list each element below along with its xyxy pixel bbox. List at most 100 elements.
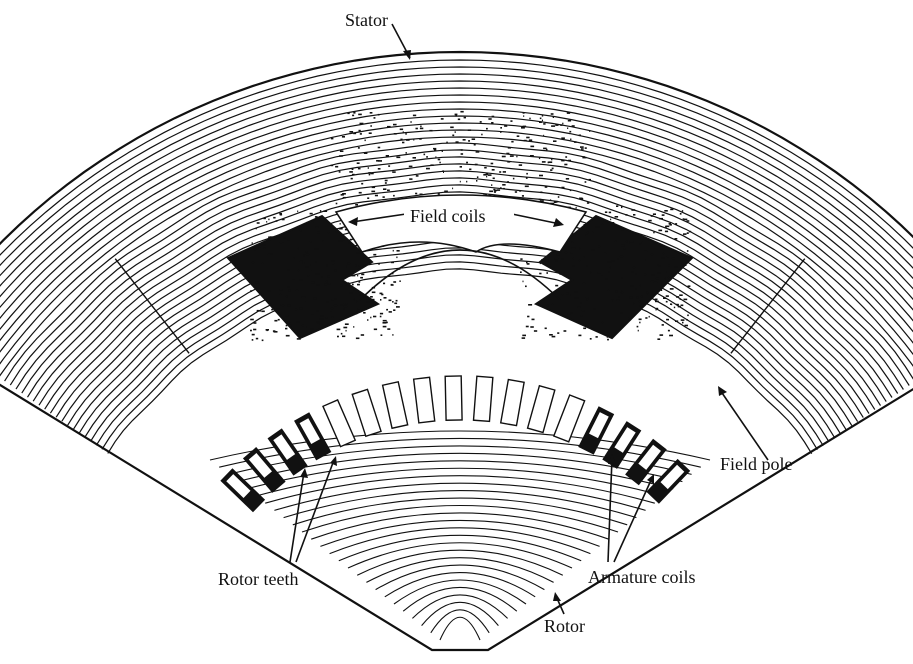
speckle-mark: [371, 298, 375, 301]
armature-coils-leader-2: [613, 477, 653, 563]
speckle-mark: [279, 289, 283, 291]
speckle-mark: [571, 125, 575, 127]
speckle-mark: [328, 283, 331, 285]
speckle-mark: [457, 118, 461, 121]
speckle-mark: [526, 263, 530, 265]
speckle-mark: [393, 133, 397, 135]
speckle-mark: [682, 218, 685, 220]
speckle-mark: [635, 273, 638, 275]
speckle-mark: [574, 141, 577, 143]
speckle-mark: [683, 218, 688, 221]
rotor-contour-line: [338, 534, 582, 562]
speckle-mark: [358, 113, 362, 116]
speckle-mark: [342, 303, 345, 306]
field-coils-label-bg: [404, 203, 514, 227]
speckle-mark: [510, 120, 513, 122]
speckle-mark: [557, 196, 560, 198]
speckle-mark: [419, 127, 424, 130]
speckle-mark: [332, 262, 335, 265]
speckle-mark: [440, 118, 444, 120]
speckle-mark: [372, 270, 376, 273]
speckle-mark: [353, 326, 355, 328]
speckle-mark: [281, 241, 285, 243]
speckle-mark: [342, 239, 345, 241]
speckle-mark: [360, 276, 363, 279]
speckle-mark: [579, 247, 581, 250]
speckle-mark: [493, 191, 496, 193]
speckle-mark: [563, 287, 566, 290]
speckle-mark: [514, 191, 518, 193]
pole-boundary-line: [114, 258, 190, 354]
speckle-mark: [664, 230, 669, 233]
speckle-mark: [378, 160, 382, 162]
speckle-mark: [352, 283, 354, 286]
speckle-mark: [523, 139, 527, 142]
speckle-mark: [687, 285, 691, 287]
speckle-mark: [353, 132, 357, 135]
speckle-mark: [340, 304, 344, 306]
speckle-mark: [330, 310, 332, 313]
speckle-mark: [655, 277, 660, 280]
speckle-mark: [648, 315, 650, 318]
speckle-mark: [566, 112, 571, 114]
speckle-mark: [553, 140, 557, 142]
speckle-mark: [307, 275, 310, 277]
rotor-flux-contours: [209, 430, 711, 641]
speckle-mark: [583, 327, 587, 330]
speckle-mark: [525, 325, 529, 328]
speckle-mark: [330, 137, 334, 140]
speckle-mark: [301, 324, 305, 327]
speckle-mark: [379, 292, 383, 295]
speckle-mark: [310, 328, 314, 330]
speckle-mark: [455, 115, 457, 117]
speckle-mark: [664, 210, 668, 212]
speckle-mark: [611, 260, 615, 262]
speckle-mark: [387, 189, 390, 192]
speckle-mark: [502, 171, 506, 173]
speckle-mark: [543, 134, 545, 137]
speckle-mark: [371, 190, 376, 193]
rotor-slot: [220, 468, 266, 513]
speckle-mark: [561, 293, 564, 296]
speckle-mark: [655, 300, 659, 303]
speckle-mark: [285, 324, 288, 327]
speckle-mark: [580, 302, 583, 304]
speckle-mark: [342, 196, 346, 199]
speckle-mark: [555, 291, 557, 293]
label-rotor: Rotor: [544, 616, 585, 636]
speckle-mark: [585, 232, 589, 235]
label-stator: Stator: [345, 10, 388, 30]
armature-coils-arrowhead-2: [647, 474, 654, 484]
speckle-mark: [251, 242, 253, 244]
armature-coils-leader-1: [607, 457, 613, 563]
rotor-slot: [499, 378, 525, 427]
speckle-mark: [500, 131, 502, 133]
speckle-mark: [571, 265, 575, 267]
speckle-mark: [590, 271, 592, 274]
speckle-mark: [303, 254, 305, 257]
speckle-mark: [352, 270, 357, 273]
stator-contour-line: [32, 177, 887, 402]
speckle-mark: [340, 194, 344, 196]
speckle-mark: [388, 299, 392, 302]
speckle-mark: [633, 302, 635, 305]
speckle-mark: [305, 266, 309, 268]
field-coils-arrowhead-right: [553, 218, 564, 227]
speckle-mark: [597, 272, 601, 274]
speckle-mark: [369, 112, 373, 114]
speckle-mark: [611, 297, 615, 300]
speckle-mark: [653, 231, 655, 234]
rotor-contour-line: [301, 505, 619, 533]
speckle-mark: [251, 333, 255, 336]
speckle-mark: [253, 322, 257, 324]
rotor-teeth-arrowhead-1: [300, 468, 308, 478]
speckle-mark: [325, 280, 328, 283]
speckle-mark: [506, 181, 509, 183]
speckle-mark: [638, 318, 642, 321]
speckle-mark: [632, 266, 636, 269]
speckle-mark: [506, 152, 510, 155]
speckle-mark: [415, 192, 418, 195]
speckle-mark: [284, 315, 289, 317]
field-pole-arrowhead: [718, 386, 727, 396]
speckle-mark: [287, 286, 290, 288]
